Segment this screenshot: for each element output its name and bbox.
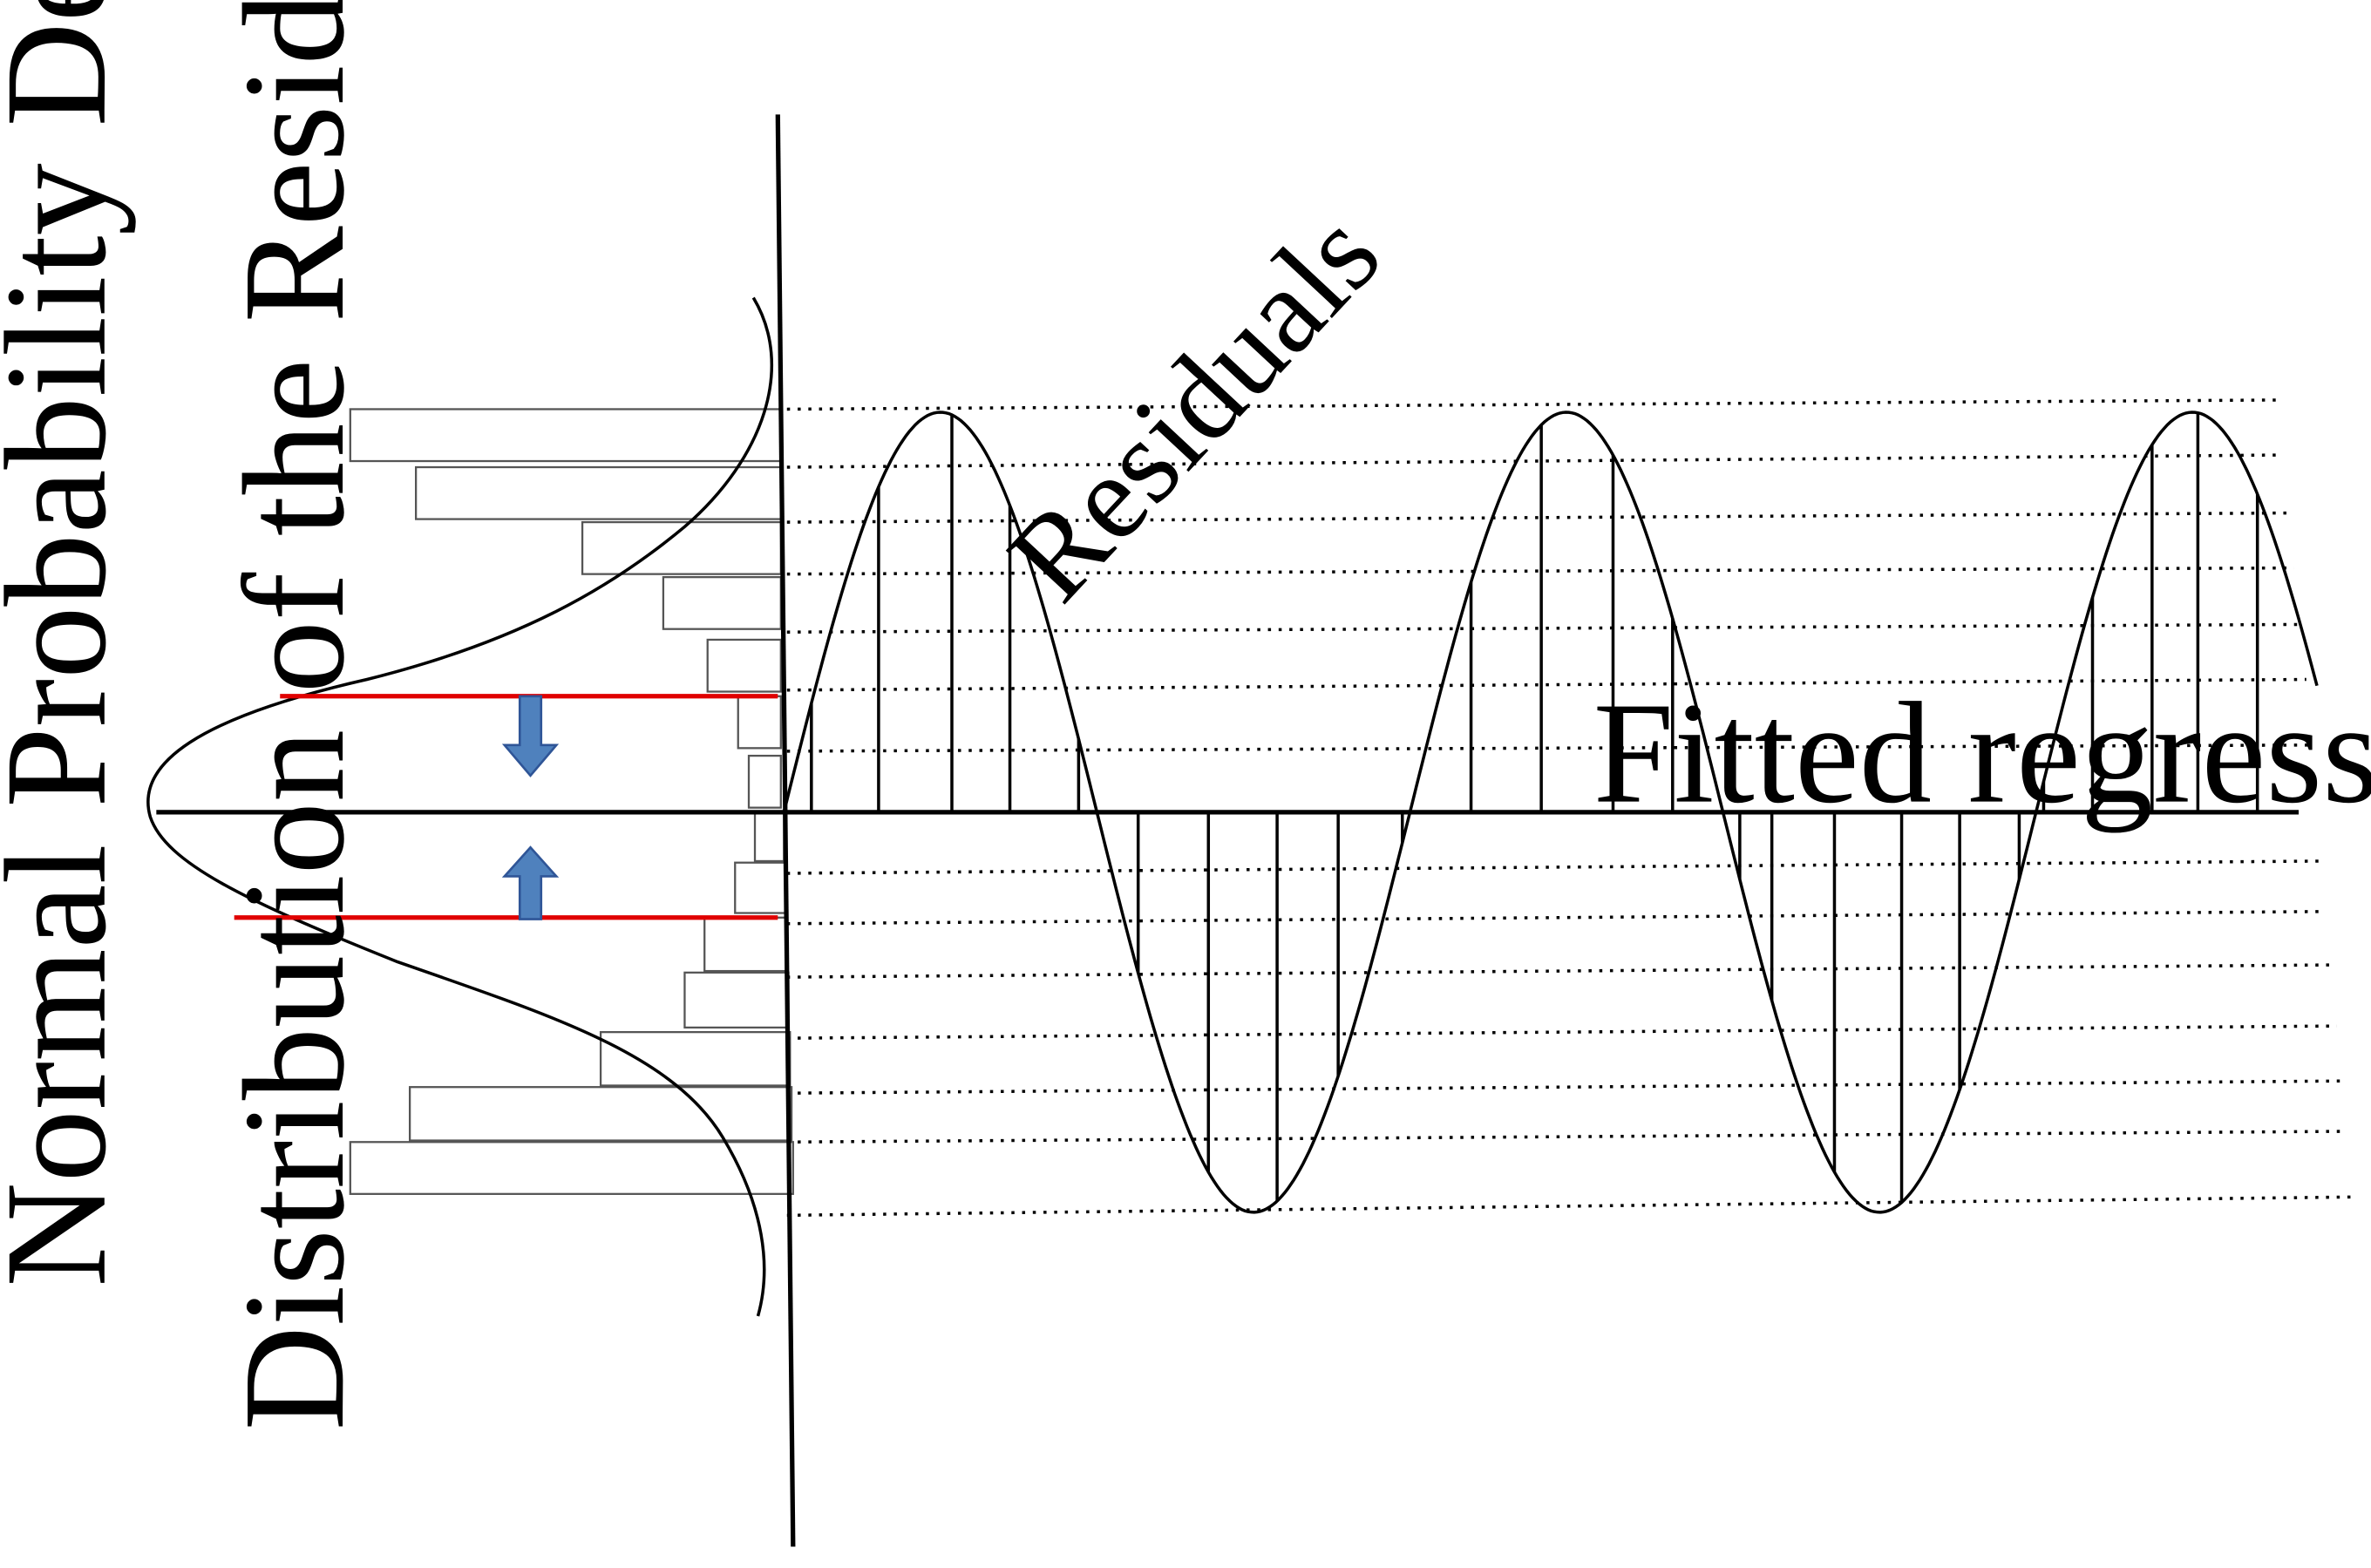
dotted-level-line [786,511,2288,524]
vertical-axis [775,114,796,1547]
dotted-level-line [786,677,2306,692]
histogram-bar [349,1141,794,1195]
histogram-bar [599,1031,791,1087]
dotted-level-line [786,1024,2337,1040]
histogram-bar [683,971,790,1029]
down-arrow-icon [501,695,560,777]
dotted-level-line [786,963,2331,979]
histogram-bar [408,1086,793,1142]
histogram-bar [703,916,788,973]
dotted-level-line [786,859,2319,875]
up-arrow-icon [501,845,560,920]
dotted-level-line [786,910,2325,926]
dotted-level-line [786,1195,2353,1218]
residual-histogram [349,408,794,1195]
dotted-level-line [786,398,2276,411]
histogram-bar [747,754,782,809]
histogram-bar [662,576,782,630]
histogram-bar [349,408,782,463]
fitted-line-label: Fitted regression line [1593,673,2371,833]
normal-density-label: Normal Probability Density [0,0,136,1287]
dotted-level-line [786,453,2282,469]
histogram-bar [737,695,782,750]
normal-density-curve [146,296,773,1317]
histogram-bar [753,811,785,863]
histogram-bar [734,861,787,914]
dotted-level-lines [786,398,2353,1218]
dotted-level-line [786,1079,2343,1095]
residual-sticks [810,412,2259,1203]
dotted-level-line [786,1130,2347,1144]
residual-wave [782,411,2319,1214]
dotted-level-line [786,622,2300,634]
histogram-bar [706,638,782,693]
distribution-label: Distribution of the Residual frequencies [214,0,374,1430]
histogram-bar [415,465,782,520]
